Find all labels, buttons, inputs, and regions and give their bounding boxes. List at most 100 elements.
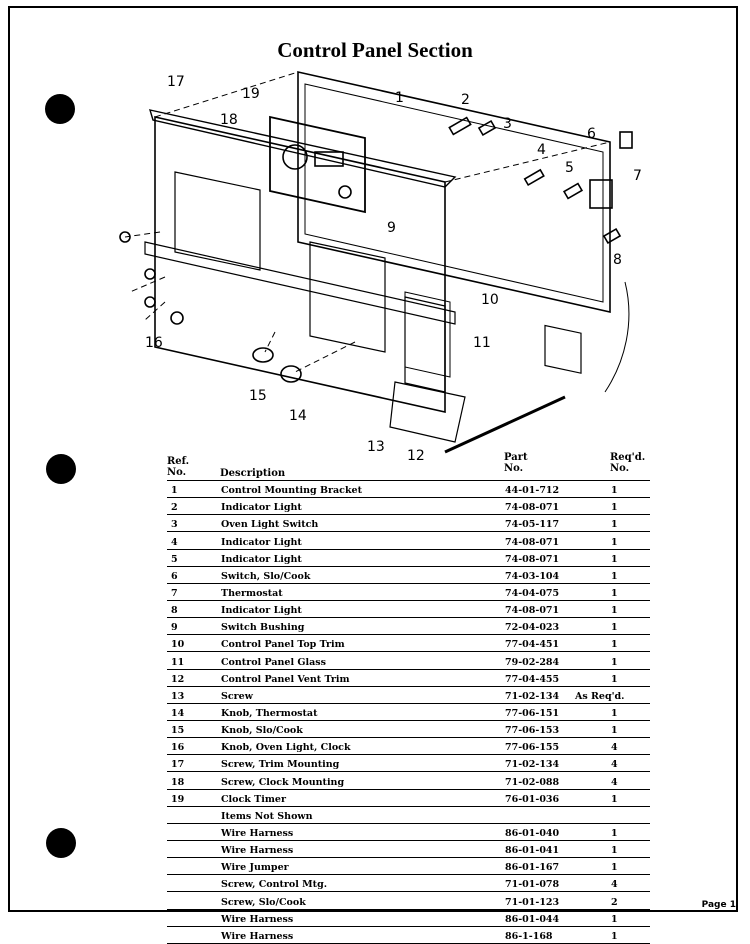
ref-cell: 18 <box>171 776 185 788</box>
description-cell: Switch, Slo/Cook <box>221 570 311 582</box>
quantity-cell: 1 <box>611 827 618 839</box>
page-title: Control Panel Section <box>277 38 473 62</box>
part-number-cell: 74-04-075 <box>505 587 560 599</box>
description-cell: Control Panel Vent Trim <box>221 673 350 685</box>
quantity-cell: 1 <box>611 622 618 634</box>
ref-cell: 14 <box>171 707 185 719</box>
ref-cell: 6 <box>171 570 178 582</box>
description-cell: Indicator Light <box>221 536 302 548</box>
svg-text:15: 15 <box>249 388 267 404</box>
part-number-cell: 77-06-155 <box>505 742 560 754</box>
quantity-cell: 2 <box>611 896 618 908</box>
part-number-cell: 71-02-088 <box>505 776 560 788</box>
quantity-cell: 1 <box>611 930 618 942</box>
part-number-cell: 72-04-023 <box>505 622 560 634</box>
part-number-cell: 71-02-134 <box>505 759 560 771</box>
quantity-cell: 1 <box>611 639 618 651</box>
part-number-cell: 74-08-071 <box>505 553 560 565</box>
ref-cell: 10 <box>171 639 185 651</box>
description-cell: Screw <box>221 690 253 702</box>
part-number-cell: 86-01-167 <box>505 862 560 874</box>
exploded-parts-diagram: 1 2 3 4 5 6 7 8 9 10 11 12 13 14 15 16 1… <box>119 71 642 464</box>
part-number-cell: 86-1-168 <box>505 930 553 942</box>
svg-text:11: 11 <box>473 335 491 351</box>
part-number-cell: 86-01-040 <box>505 827 560 839</box>
description-cell: Screw, Slo/Cook <box>221 896 306 908</box>
ref-cell: 12 <box>171 673 185 685</box>
description-cell: Wire Harness <box>221 845 294 857</box>
description-cell: Clock Timer <box>221 793 286 805</box>
description-cell: Indicator Light <box>221 553 302 565</box>
part-number-cell: 74-08-071 <box>505 536 560 548</box>
binder-hole-top <box>45 94 75 124</box>
ref-cell: 5 <box>171 553 178 565</box>
description-cell: Control Panel Glass <box>221 656 326 668</box>
quantity-cell: 1 <box>611 862 618 874</box>
table-row: 18 Screw, Clock Mounting 71-02-088 4 <box>167 772 650 790</box>
description-cell: Indicator Light <box>221 605 302 617</box>
table-row: 12 Control Panel Vent Trim 77-04-455 1 <box>167 670 650 687</box>
header-description: Description <box>220 468 286 479</box>
quantity-cell: 4 <box>611 776 618 788</box>
quantity-cell: 1 <box>611 913 618 925</box>
svg-text:6: 6 <box>587 126 596 142</box>
quantity-cell: 1 <box>611 673 618 685</box>
part-number-cell: 71-01-123 <box>505 896 560 908</box>
quantity-cell: 1 <box>611 845 618 857</box>
table-row: Items Not Shown <box>167 807 650 824</box>
quantity-cell: 1 <box>611 587 618 599</box>
quantity-cell: 1 <box>611 725 618 737</box>
quantity-cell: 4 <box>611 759 618 771</box>
ref-cell: 2 <box>171 502 178 514</box>
part-number-cell: 79-02-284 <box>505 656 560 668</box>
description-cell: Control Mounting Bracket <box>221 485 362 497</box>
part-number-cell: 77-06-153 <box>505 725 560 737</box>
quantity-cell: 1 <box>611 605 618 617</box>
svg-text:19: 19 <box>242 86 260 102</box>
part-number-cell: 77-04-455 <box>505 673 560 685</box>
description-cell: Control Panel Top Trim <box>221 639 345 651</box>
description-cell: Screw, Clock Mounting <box>221 776 345 788</box>
description-cell: Thermostat <box>221 587 283 599</box>
quantity-cell: 1 <box>611 502 618 514</box>
part-number-cell: 86-01-044 <box>505 913 560 925</box>
part-number-cell: 44-01-712 <box>505 485 560 497</box>
header-ref: Ref.No. <box>167 456 190 478</box>
svg-text:13: 13 <box>367 439 385 455</box>
quantity-cell: 1 <box>611 570 618 582</box>
svg-text:3: 3 <box>503 116 512 132</box>
description-cell: Oven Light Switch <box>221 519 319 531</box>
quantity-cell: 4 <box>611 879 618 891</box>
ref-cell: 17 <box>171 759 185 771</box>
ref-cell: 1 <box>171 485 178 497</box>
svg-text:16: 16 <box>145 335 163 351</box>
svg-text:9: 9 <box>387 220 396 236</box>
part-number-cell: 74-08-071 <box>505 605 560 617</box>
quantity-cell: As Req'd. <box>575 690 625 702</box>
description-cell: Wire Harness <box>221 930 294 942</box>
part-number-cell: 74-03-104 <box>505 570 560 582</box>
quantity-cell: 4 <box>611 742 618 754</box>
description-cell: Switch Bushing <box>221 622 305 634</box>
svg-text:12: 12 <box>407 448 425 464</box>
description-cell: Wire Harness <box>221 827 294 839</box>
table-row: 10 Control Panel Top Trim 77-04-451 1 <box>167 635 650 653</box>
description-cell: Knob, Thermostat <box>221 707 318 719</box>
ref-cell: 3 <box>171 519 178 531</box>
description-cell: Knob, Oven Light, Clock <box>221 742 351 754</box>
binder-hole-bottom <box>46 828 76 858</box>
part-number-cell: 77-04-451 <box>505 639 560 651</box>
